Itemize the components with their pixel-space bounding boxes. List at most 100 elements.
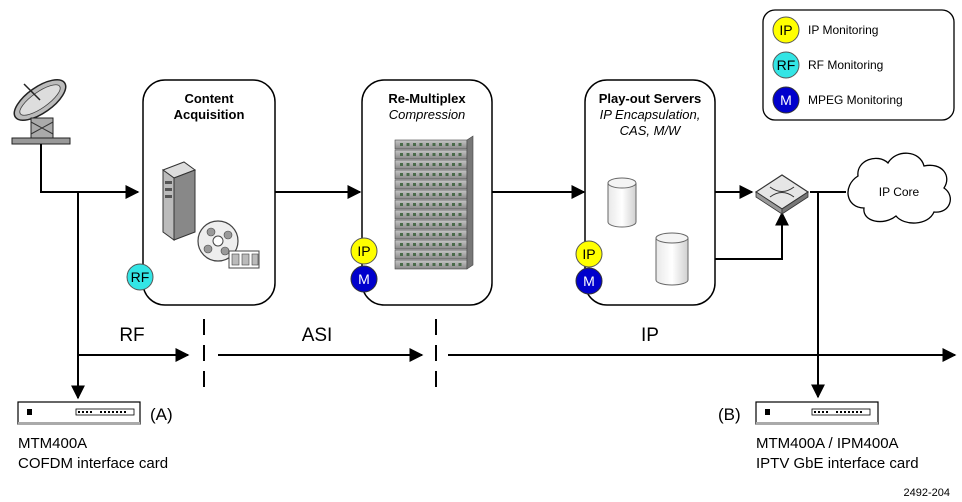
rack-unit <box>394 219 468 230</box>
rack-led <box>406 253 410 256</box>
rack-led <box>426 223 429 226</box>
playout-sub2: CAS, M/W <box>620 123 682 138</box>
rack-led <box>445 243 449 246</box>
playout-sub1: IP Encapsulation, <box>600 107 701 122</box>
rack-led <box>400 263 403 266</box>
rack-led <box>419 223 423 226</box>
playout-secondary-to-router-arrow <box>715 211 789 260</box>
rack-led <box>413 183 416 186</box>
remux-subtitle: Compression <box>389 107 466 122</box>
rack-unit <box>394 139 468 150</box>
rf-badge-icon <box>126 263 154 291</box>
rack-led <box>406 153 410 156</box>
remultiplex-stage: Re-Multiplex Compression IP M <box>350 79 493 306</box>
playout-title: Play-out Servers <box>599 91 702 106</box>
rack-led <box>458 173 462 176</box>
rack-unit <box>394 239 468 250</box>
rack-led <box>452 233 455 236</box>
rack-led <box>439 143 442 146</box>
rack-led <box>445 143 449 146</box>
rack-unit <box>394 169 468 180</box>
content-title-line2: Acquisition <box>174 107 245 122</box>
rack-led <box>426 233 429 236</box>
remux-m-badge-label: M <box>358 271 370 287</box>
rack-led <box>406 223 410 226</box>
rack-led <box>439 263 442 266</box>
rack-led <box>406 243 410 246</box>
rack-led <box>452 253 455 256</box>
rack-led <box>432 223 436 226</box>
device-b-tag: (B) <box>718 405 741 424</box>
rack-led <box>439 213 442 216</box>
rack-led <box>413 213 416 216</box>
legend-label-ip: IP Monitoring <box>808 23 878 37</box>
rack-led <box>413 163 416 166</box>
content-acquisition-stage: Content Acquisition RF <box>126 79 276 306</box>
rack-led <box>452 163 455 166</box>
device-a: (A) MTM400A COFDM interface card <box>17 401 173 472</box>
rack-led <box>432 233 436 236</box>
rack-unit <box>394 209 468 220</box>
rack-led <box>432 263 436 266</box>
rack-unit <box>394 259 468 270</box>
storage-cylinder-icon <box>607 177 637 228</box>
rack-led <box>452 183 455 186</box>
rack-led <box>419 173 423 176</box>
rack-led <box>458 233 462 236</box>
rack-led <box>452 143 455 146</box>
film-reel-icon <box>197 220 260 269</box>
rack-led <box>458 153 462 156</box>
rack-led <box>458 203 462 206</box>
rack-unit <box>394 179 468 190</box>
router-icon <box>754 174 810 215</box>
legend: IP IP Monitoring RF RF Monitoring M MPEG… <box>762 9 955 121</box>
rack-led <box>406 163 410 166</box>
rack-led <box>426 193 429 196</box>
rack-led <box>432 203 436 206</box>
rack-led <box>400 253 403 256</box>
rack-led <box>439 173 442 176</box>
rack-led <box>400 163 403 166</box>
rack-led <box>406 173 410 176</box>
rf-badge-icon <box>772 51 800 79</box>
rack-unit <box>394 249 468 260</box>
rack-led <box>445 193 449 196</box>
rack-led <box>432 183 436 186</box>
rack-led <box>426 263 429 266</box>
mpeg-badge-icon <box>772 86 800 114</box>
rack-led <box>439 203 442 206</box>
rack-led <box>445 223 449 226</box>
rack-led <box>426 213 429 216</box>
ip-signal-label: IP <box>641 325 659 346</box>
rack-led <box>413 153 416 156</box>
legend-badge-rf: RF <box>777 57 796 73</box>
rack-led <box>445 203 449 206</box>
legend-item-ip: IP IP Monitoring <box>772 16 878 44</box>
rack-led <box>439 223 442 226</box>
rack-led <box>419 253 423 256</box>
rack-led <box>439 243 442 246</box>
rack-led <box>458 263 462 266</box>
playout-servers-stage: Play-out Servers IP Encapsulation, CAS, … <box>575 79 716 306</box>
rack-led <box>413 223 416 226</box>
rack-led <box>458 243 462 246</box>
rack-led <box>413 143 416 146</box>
rack-led <box>419 163 423 166</box>
rack-led <box>400 233 403 236</box>
rack-led <box>400 173 403 176</box>
rack-unit <box>394 149 468 160</box>
domain-separators <box>203 319 437 393</box>
legend-item-m: M MPEG Monitoring <box>772 86 903 114</box>
rack-led <box>406 143 410 146</box>
rack-led <box>439 153 442 156</box>
rack-led <box>452 213 455 216</box>
rack-led <box>419 143 423 146</box>
rack-led <box>426 163 429 166</box>
rack-led <box>406 213 410 216</box>
rack-led <box>432 143 436 146</box>
rack-led <box>445 263 449 266</box>
rack-led <box>458 143 462 146</box>
rack-led <box>406 193 410 196</box>
rack-led <box>419 233 423 236</box>
rack-led <box>413 263 416 266</box>
